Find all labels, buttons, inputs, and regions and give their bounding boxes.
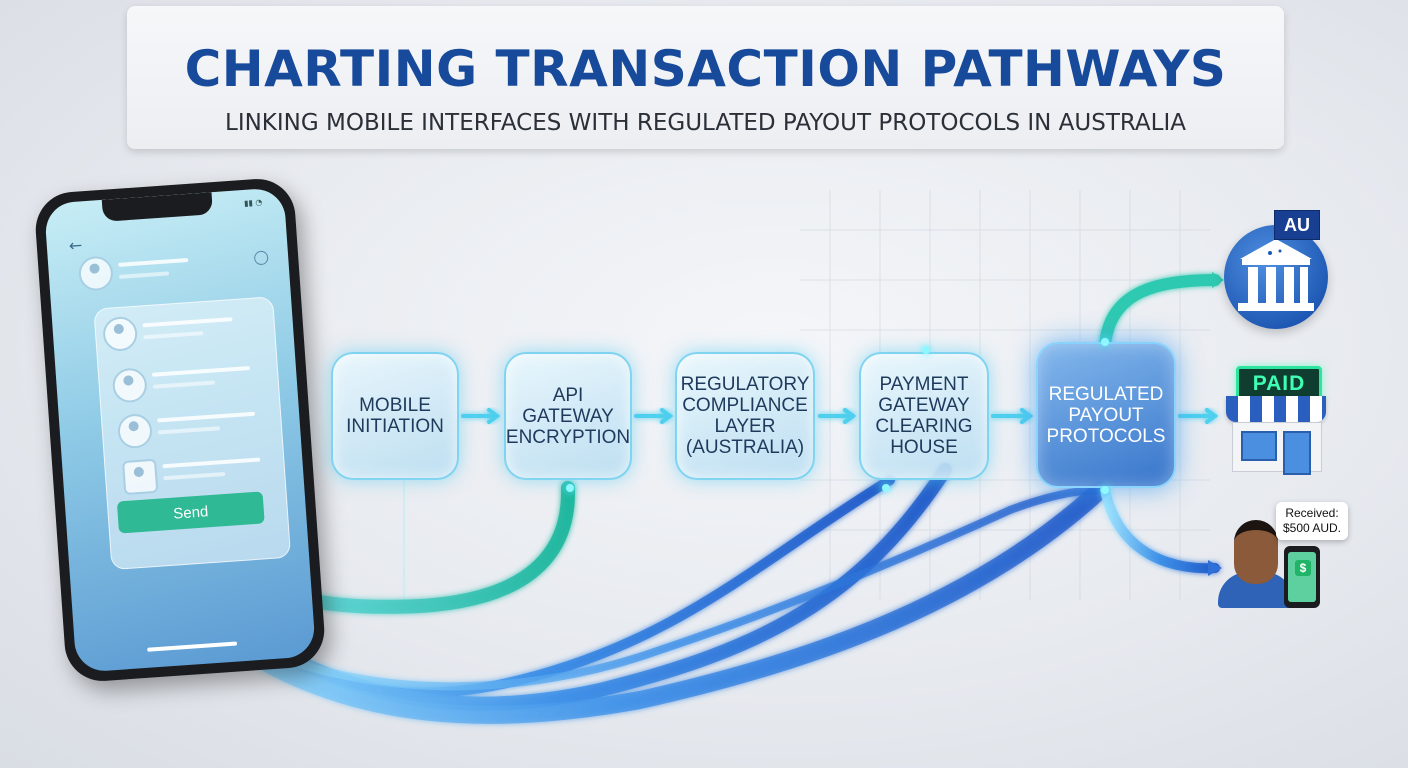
recipient-head xyxy=(1234,520,1278,584)
dollar-icon: $ xyxy=(1295,560,1311,576)
received-message-bubble: Received: $500 AUD. xyxy=(1276,502,1348,540)
node-regulated-payout-protocols: REGULATED PAYOUT PROTOCOLS xyxy=(1036,342,1176,488)
home-indicator xyxy=(147,641,238,652)
phone-notch xyxy=(101,192,214,222)
store-awning xyxy=(1226,396,1326,422)
storefront-icon xyxy=(1232,422,1322,475)
node-mobile-initiation: MOBILE INITIATION xyxy=(331,352,459,480)
node-regulatory-compliance: REGULATORY COMPLIANCE LAYER (AUSTRALIA) xyxy=(675,352,815,480)
phone-screen: ▮▮ ◔ ← Send xyxy=(43,187,317,673)
page-title: CHARTING TRANSACTION PATHWAYS xyxy=(184,40,1227,98)
wallet-icon[interactable] xyxy=(122,458,159,496)
back-arrow-icon[interactable]: ← xyxy=(68,235,83,256)
user-avatar xyxy=(77,255,115,292)
store-door xyxy=(1283,431,1311,475)
received-amount: $500 AUD. xyxy=(1282,521,1342,535)
page-subtitle: LINKING MOBILE INTERFACES WITH REGULATED… xyxy=(225,110,1186,136)
placeholder-line xyxy=(118,258,189,267)
timer-icon xyxy=(253,250,269,266)
placeholder-line xyxy=(119,271,170,279)
au-flag-badge: AU xyxy=(1274,210,1320,240)
bank-icon xyxy=(1224,225,1328,329)
connection-dot xyxy=(1101,486,1109,494)
connection-dot xyxy=(1101,338,1109,346)
node-payment-gateway-clearing: PAYMENT GATEWAY CLEARING HOUSE xyxy=(859,352,989,480)
connection-dot xyxy=(882,484,890,492)
signal-battery-icon: ▮▮ ◔ xyxy=(243,197,263,208)
store-window xyxy=(1241,431,1277,461)
header-banner xyxy=(127,6,1284,149)
recipient-phone-icon xyxy=(1284,546,1320,608)
connection-dot xyxy=(566,484,574,492)
bank-flow xyxy=(1099,274,1221,351)
node-arrows xyxy=(461,408,1219,424)
node-api-gateway-encryption: API GATEWAY ENCRYPTION xyxy=(504,352,632,480)
connection-dot xyxy=(922,346,930,354)
received-label: Received: xyxy=(1285,506,1339,520)
phone-mockup: ▮▮ ◔ ← Send xyxy=(33,176,327,684)
